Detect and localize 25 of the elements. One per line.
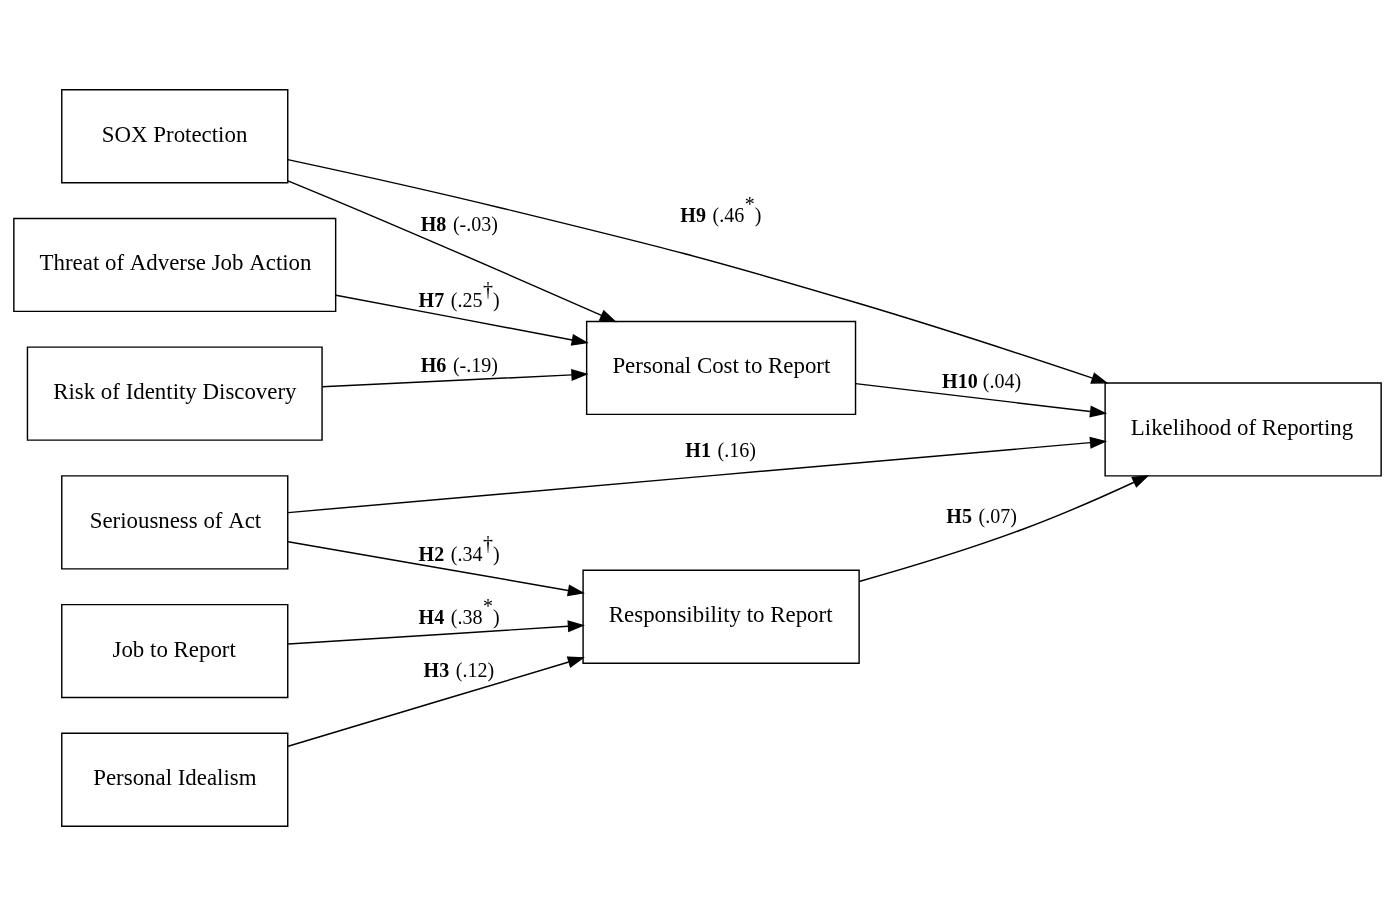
edge-label: H3 (.12) [423,658,495,681]
edge-label: H1 (.16) [685,438,756,461]
edge-label: H8 (-.03) [420,212,498,235]
arrow [287,179,617,322]
node-box: Threat of Adverse Job Action [13,217,337,312]
arrow [287,540,585,596]
node-box: Responsibility to Report [582,569,860,664]
arrow [335,293,589,346]
arrow [854,382,1108,417]
node-box: SOX Protection [61,88,289,183]
edge-label: H6 (-.19) [420,353,498,376]
node-box: Likelihood of Reporting [1104,381,1382,477]
arrow [287,619,585,645]
edge-label: H10 (.04) [942,369,1022,392]
arrow [858,474,1150,582]
edge-label: H5 (.07) [946,504,1017,527]
arrow [287,655,585,747]
node-box: Risk of Identity Discovery [26,345,323,441]
node-box: Job to Report [61,603,289,698]
node-box: Personal Idealism [61,732,289,827]
arrow [321,368,589,387]
node-box: Seriousness of Act [61,474,289,570]
arrow [287,158,1109,384]
node-box: Personal Cost to Report [585,320,857,415]
arrow [287,436,1108,513]
